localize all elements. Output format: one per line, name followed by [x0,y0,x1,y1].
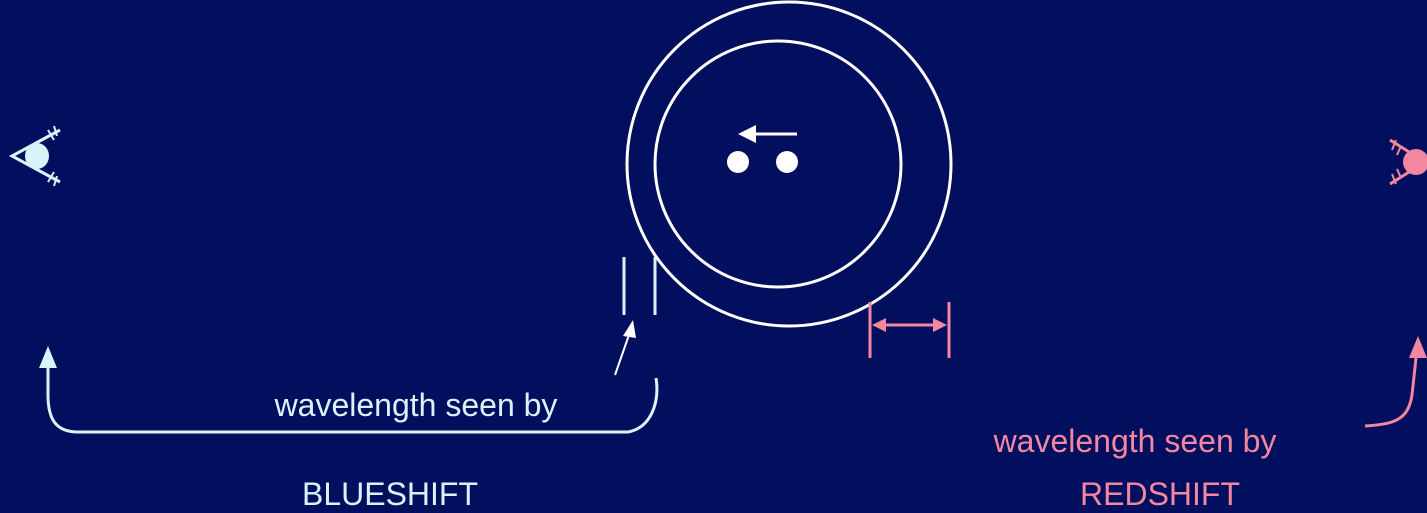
source-dot-right [776,151,798,173]
moving-source [727,125,798,173]
eye-icon [1390,140,1427,184]
redshift-label: REDSHIFT [1080,476,1240,512]
long-wavelength-marker [870,302,949,358]
blue-wavelength-caption: wavelength seen by [274,387,558,423]
red-wavelength-caption: wavelength seen by [993,423,1277,459]
eye-icon [12,126,60,186]
blueshift-label: BLUESHIFT [302,476,478,512]
pointer-arrow-icon [615,320,636,375]
source-dot-left [727,151,749,173]
arrow-left-icon [738,125,797,143]
red-connector-arrow [1365,336,1427,426]
short-wavelength-marker [624,257,655,315]
